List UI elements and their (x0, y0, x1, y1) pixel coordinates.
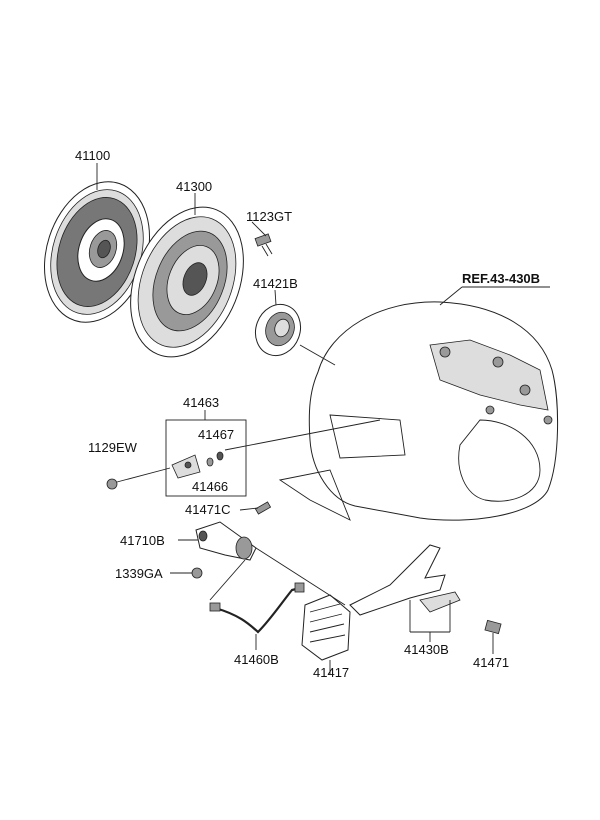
clip-41467[interactable] (216, 451, 224, 461)
clip-41466[interactable] (206, 457, 214, 467)
label-41300: 41300 (176, 179, 212, 194)
label-41463: 41463 (183, 395, 219, 410)
label-41417: 41417 (313, 665, 349, 680)
label-1339ga: 1339GA (115, 566, 163, 581)
transaxle-housing (278, 301, 559, 521)
release-bearing[interactable] (248, 298, 307, 362)
bolt-1339ga[interactable] (191, 567, 203, 579)
label-41460b: 41460B (234, 652, 279, 667)
label-1129ew: 1129EW (88, 440, 138, 455)
release-cylinder[interactable] (195, 521, 257, 561)
label-41430b: 41430B (404, 642, 449, 657)
bleeder-41471c[interactable] (254, 501, 272, 515)
label-41467: 41467 (198, 427, 234, 442)
dust-boot[interactable] (301, 594, 351, 661)
clutch-disc[interactable] (27, 168, 167, 336)
label-1123gt: 1123GT (246, 209, 292, 224)
bolt-1123gt[interactable] (254, 233, 273, 257)
label-41421b: 41421B (253, 276, 298, 291)
label-41466: 41466 (192, 479, 228, 494)
label-41471: 41471 (473, 655, 509, 670)
label-ref-43-430b: REF.43-430B (462, 271, 540, 286)
label-41100: 41100 (75, 148, 110, 163)
bracket-41463[interactable] (171, 454, 201, 479)
bolt-1129ew[interactable] (106, 467, 171, 490)
pressure-plate[interactable] (110, 190, 265, 374)
label-41471c: 41471C (185, 502, 231, 517)
label-41710b: 41710B (120, 533, 165, 548)
release-fork[interactable] (349, 544, 461, 616)
bolt-41471[interactable] (484, 619, 502, 635)
clutch-hose[interactable] (209, 582, 305, 634)
leader-lines (96, 163, 550, 675)
bracket-group-frame (165, 419, 247, 497)
